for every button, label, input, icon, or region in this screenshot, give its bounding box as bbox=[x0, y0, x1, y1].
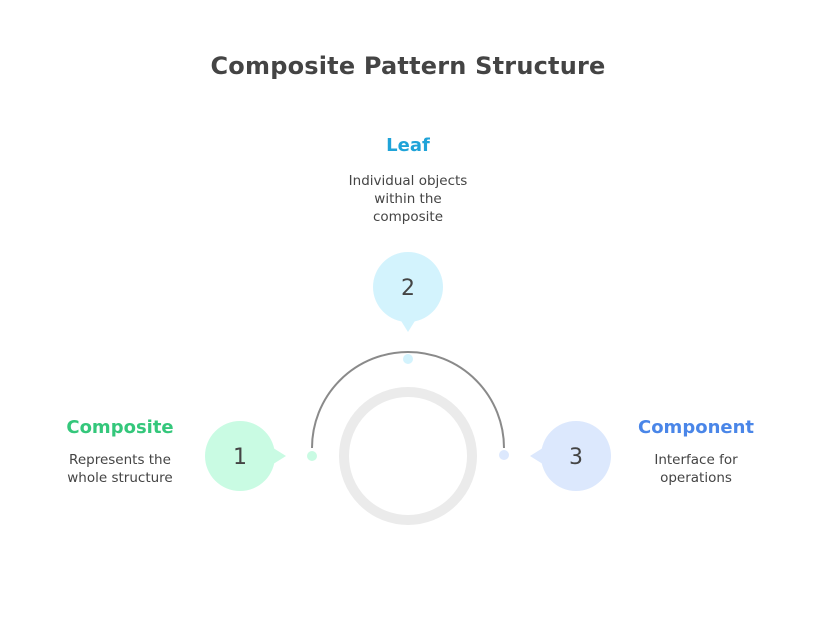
component-description-line: operations bbox=[660, 470, 732, 486]
component-description: Interface for operations bbox=[616, 451, 776, 487]
composite-description: Represents the whole structure bbox=[40, 451, 200, 487]
connector-arc bbox=[311, 351, 505, 449]
leaf-heading: Leaf bbox=[386, 135, 430, 156]
leaf-node-number: 2 bbox=[401, 276, 415, 301]
leaf-connector-dot bbox=[403, 354, 413, 364]
component-node-number: 3 bbox=[569, 445, 583, 470]
component-connector-dot bbox=[499, 450, 509, 460]
leaf-description-line: within the bbox=[374, 191, 442, 207]
composite-node-number: 1 bbox=[233, 445, 247, 470]
composite-description-line: whole structure bbox=[67, 470, 173, 486]
diagram-title: Composite Pattern Structure bbox=[210, 52, 606, 80]
composite-connector-dot bbox=[307, 451, 317, 461]
center-ring bbox=[339, 387, 477, 525]
composite-heading: Composite bbox=[66, 417, 174, 438]
leaf-description-line: Individual objects bbox=[348, 173, 468, 189]
leaf-node-bubble: 2 bbox=[373, 252, 443, 332]
composite-description-line: Represents the bbox=[69, 452, 171, 468]
leaf-description-line: composite bbox=[372, 209, 444, 225]
component-node-bubble: 3 bbox=[530, 421, 611, 491]
component-description-line: Interface for bbox=[654, 452, 738, 468]
leaf-description: Individual objects within the composite bbox=[318, 172, 498, 226]
component-heading: Component bbox=[637, 417, 755, 438]
composite-node-bubble: 1 bbox=[205, 421, 286, 491]
